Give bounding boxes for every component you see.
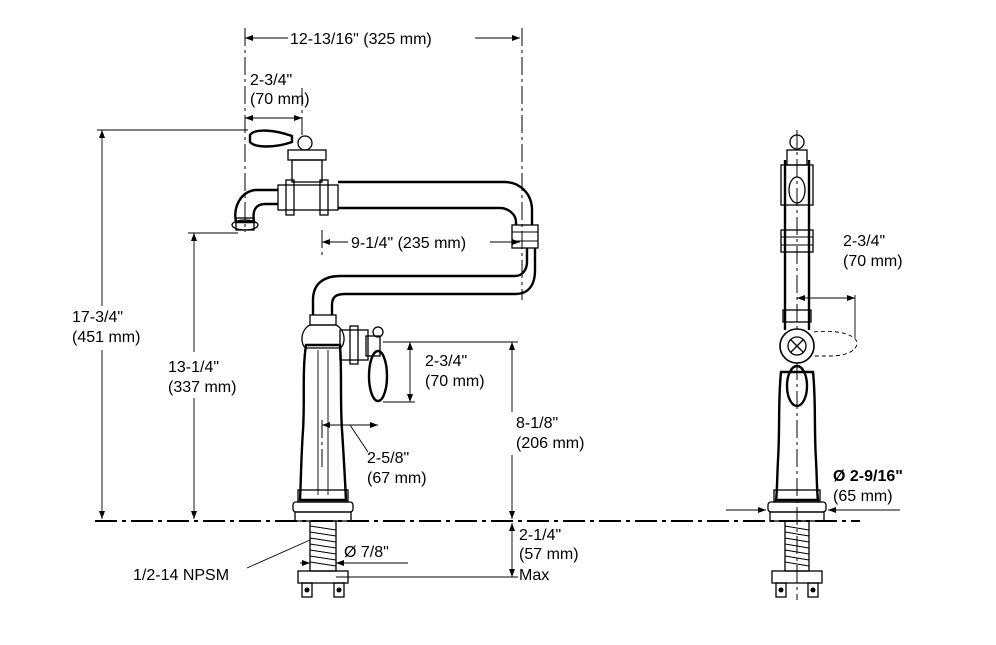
dim-top-handle: 2-3/4" (70 mm) — [245, 72, 310, 121]
top-handle-mm: (70 mm) — [250, 91, 310, 108]
side-handle-inch: 2-3/4" — [425, 353, 467, 370]
side-view-handle-inch: 2-3/4" — [843, 233, 885, 250]
front-view: 12-13/16" (325 mm) 2-3/4" (70 mm) 9-1/4"… — [72, 28, 584, 598]
dim-spout-extension: 9-1/4" (235 mm) — [322, 235, 520, 252]
dim-base-diameter: Ø 2-9/16" (65 mm) — [726, 468, 903, 513]
dim-spout-reach: 12-13/16" (325 mm) — [245, 31, 520, 48]
spout-arm — [311, 180, 539, 315]
side-valve — [339, 325, 389, 403]
side-shank — [771, 520, 823, 598]
spout-reach-label: 12-13/16" (325 mm) — [290, 31, 432, 48]
shank-length-max: Max — [519, 567, 549, 584]
base-diameter-mm: (65 mm) — [833, 488, 893, 505]
faucet-body — [292, 314, 354, 522]
dim-handle-height: 8-1/8" (206 mm) — [385, 341, 584, 519]
spout-height-mm: (337 mm) — [168, 379, 236, 396]
dim-shank-diameter: Ø 7/8" — [300, 544, 408, 566]
overall-height-inch: 17-3/4" — [72, 309, 123, 326]
top-handle-lever — [248, 129, 294, 148]
side-body — [767, 328, 858, 522]
dim-side-handle: 2-3/4" (70 mm) — [383, 341, 485, 403]
side-view-handle-mm: (70 mm) — [843, 253, 903, 270]
dim-shank-length: 2-1/4" (57 mm) Max — [336, 523, 579, 584]
top-handle-inch: 2-3/4" — [250, 72, 292, 89]
overall-height-mm: (451 mm) — [72, 329, 140, 346]
side-riser — [780, 134, 814, 330]
spout-height-inch: 13-1/4" — [168, 359, 219, 376]
thread-callout: 1/2-14 NPSM — [133, 539, 311, 584]
spout-extension-label: 9-1/4" (235 mm) — [351, 235, 466, 252]
base-diameter-inch: Ø 2-9/16" — [833, 468, 903, 485]
side-view: 2-3/4" (70 mm) Ø 2-9/16" (65 mm) — [726, 130, 903, 600]
shank-length-mm: (57 mm) — [519, 546, 579, 563]
side-handle-mm: (70 mm) — [425, 373, 485, 390]
dim-spout-height: 13-1/4" (337 mm) — [168, 232, 238, 519]
shank-diameter-label: Ø 7/8" — [344, 544, 389, 561]
thread-label: 1/2-14 NPSM — [133, 567, 229, 584]
dim-side-view-handle: 2-3/4" (70 mm) — [797, 233, 903, 338]
handle-height-inch: 8-1/8" — [516, 415, 558, 432]
spout-head — [231, 129, 339, 231]
handle-offset-mm: (67 mm) — [367, 470, 427, 487]
dim-overall-height: 17-3/4" (451 mm) — [72, 129, 248, 519]
handle-offset-inch: 2-5/8" — [367, 450, 409, 467]
front-shank — [297, 520, 349, 598]
handle-height-mm: (206 mm) — [516, 435, 584, 452]
dim-handle-offset: 2-5/8" (67 mm) — [322, 422, 427, 487]
shank-length-inch: 2-1/4" — [519, 527, 561, 544]
